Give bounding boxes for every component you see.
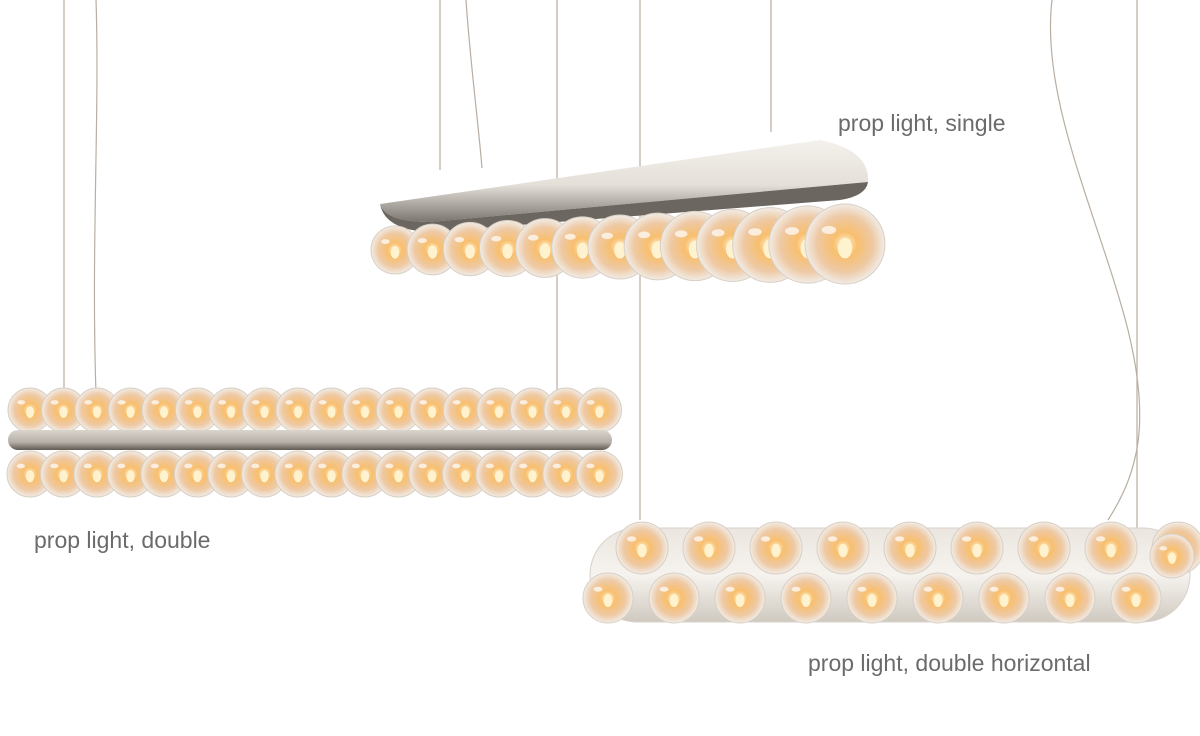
bulb (576, 450, 623, 498)
bulb (208, 387, 254, 433)
prop-light-double-lamp (6, 387, 623, 498)
bulb (141, 387, 187, 433)
bulb (442, 450, 489, 498)
prop-light-single-lamp (370, 140, 886, 285)
bulb (409, 387, 455, 433)
bulb (475, 450, 523, 498)
bulb (912, 572, 964, 624)
bulb (140, 450, 188, 498)
bulb (846, 572, 898, 624)
caption-single: prop light, single (838, 110, 1006, 136)
bulb (241, 450, 288, 498)
bulb (682, 521, 736, 575)
bulb (582, 572, 634, 624)
bulb (1110, 572, 1162, 624)
bulb (648, 572, 700, 624)
bulb (1017, 521, 1071, 575)
bulb (6, 450, 54, 498)
bulb (780, 572, 832, 624)
bulb (476, 387, 522, 433)
bulb (1149, 533, 1195, 579)
bulb (714, 572, 766, 624)
bulb (375, 450, 422, 498)
bulb (950, 521, 1004, 575)
caption-double-horizontal: prop light, double horizontal (808, 650, 1091, 676)
bulb (41, 387, 86, 433)
bulb (341, 450, 389, 498)
bulb (577, 387, 622, 433)
bulb (207, 450, 255, 498)
bulb (883, 521, 937, 575)
bulb (7, 387, 53, 433)
prop-light-double-horizontal-lamp (582, 521, 1200, 624)
bulb (749, 521, 803, 575)
bulb (615, 521, 669, 575)
bulb (509, 450, 556, 498)
bulb (804, 203, 886, 285)
bulb (542, 450, 590, 498)
bulb (978, 572, 1030, 624)
bulb (274, 450, 322, 498)
bulb (108, 387, 153, 433)
bulb (816, 521, 870, 575)
bulb (1044, 572, 1096, 624)
bulb (1084, 521, 1138, 575)
caption-double: prop light, double (34, 527, 211, 553)
